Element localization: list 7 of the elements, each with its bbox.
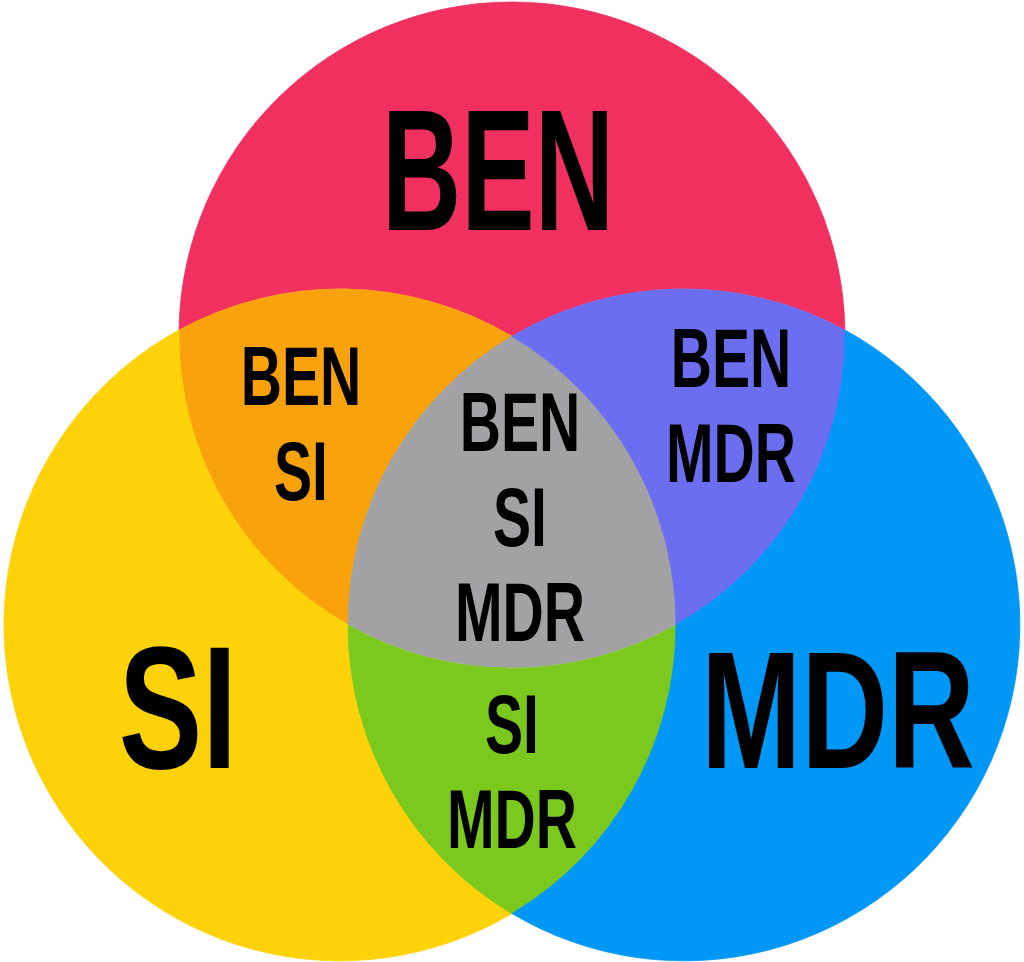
venn-label: SI (118, 609, 238, 807)
venn-label: BEN SI MDR (454, 374, 586, 660)
venn-label: SI MDR (446, 677, 578, 867)
venn-label: BEN MDR (665, 311, 797, 501)
venn-label: MDR (701, 615, 975, 805)
venn-label: BEN (381, 72, 615, 268)
venn-label: BEN SI (240, 329, 362, 519)
